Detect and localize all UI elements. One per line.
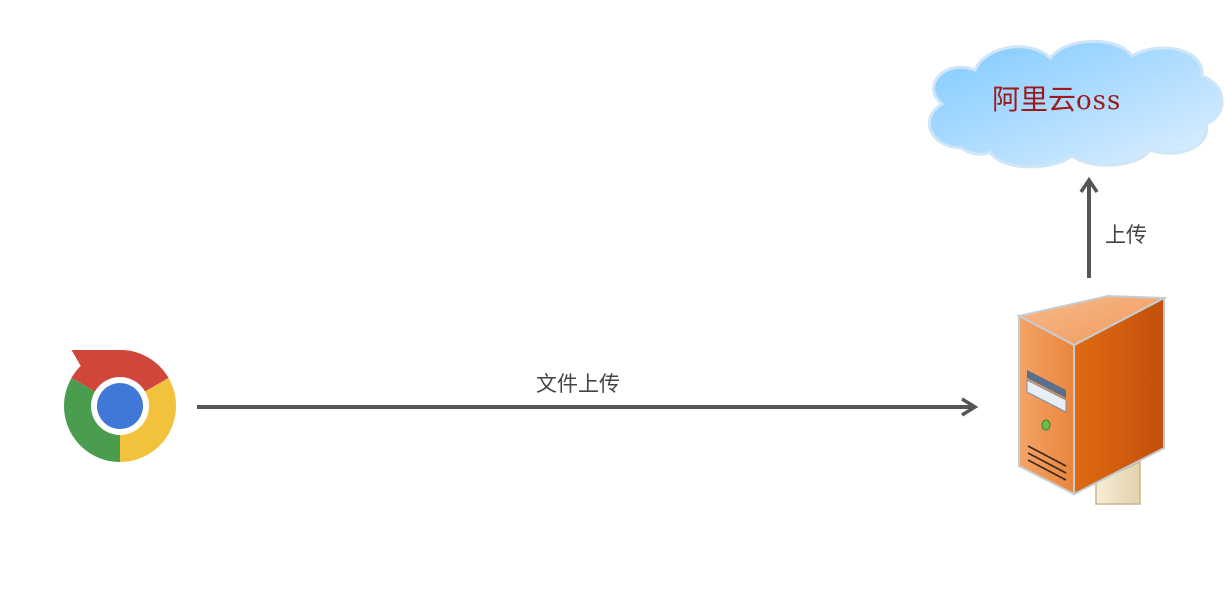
cloud-icon [927, 39, 1224, 169]
cloud-label: 阿里云oss [992, 83, 1122, 116]
chrome-browser-icon [63, 349, 177, 462]
server-tower-icon [1016, 294, 1168, 505]
arrow-up-icon [1079, 176, 1099, 278]
cloud-label-en: oss [1076, 86, 1122, 116]
arrow-right-icon [197, 397, 979, 417]
file-upload-label: 文件上传 [536, 372, 620, 396]
cloud-label-cn: 阿里云 [992, 83, 1077, 116]
upload-to-cloud-label: 上传 [1105, 223, 1147, 247]
